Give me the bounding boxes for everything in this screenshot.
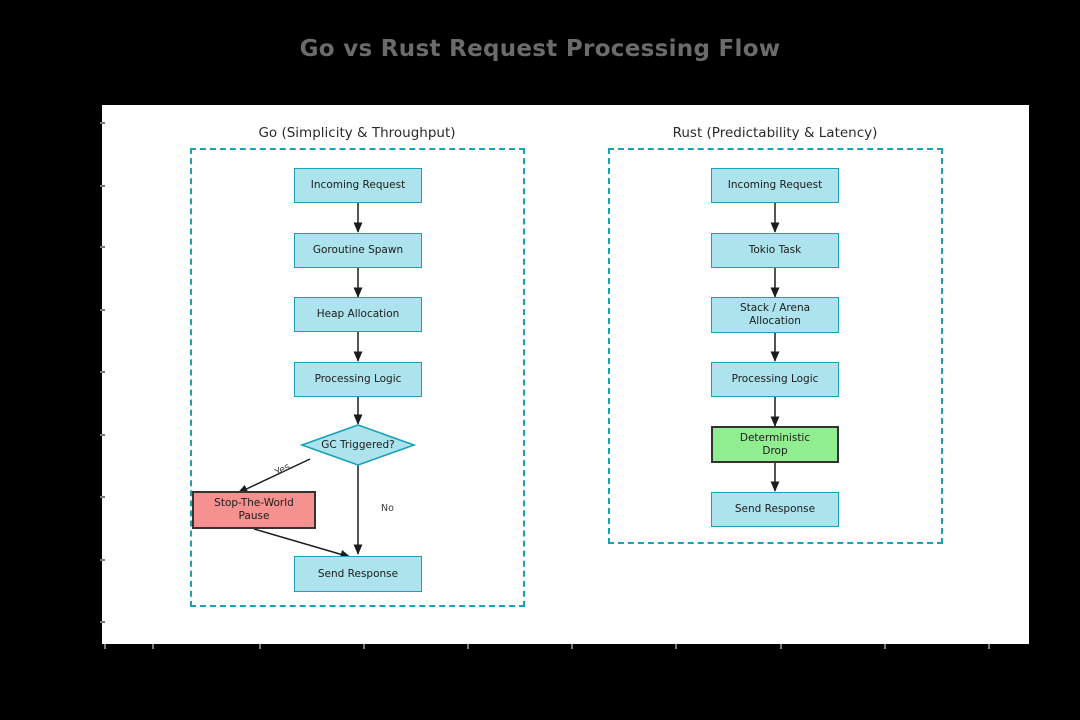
y-axis-tick (100, 122, 105, 124)
x-axis-tick (152, 644, 154, 649)
y-axis-tick (100, 371, 105, 373)
node-rust-tokio-task[interactable]: Tokio Task (711, 233, 839, 268)
node-go-heap-allocation[interactable]: Heap Allocation (294, 297, 422, 332)
y-axis-tick (100, 621, 105, 623)
figure-title: Go vs Rust Request Processing Flow (299, 36, 781, 62)
node-go-processing-logic[interactable]: Processing Logic (294, 362, 422, 397)
x-axis-tick (259, 644, 261, 649)
group-container-rust (608, 148, 943, 544)
node-go-send-response[interactable]: Send Response (294, 556, 422, 592)
x-axis-tick (467, 644, 469, 649)
node-rust-stack-arena-allocation[interactable]: Stack / Arena Allocation (711, 297, 839, 333)
node-rust-processing-logic[interactable]: Processing Logic (711, 362, 839, 397)
y-axis-tick (100, 309, 105, 311)
x-axis-tick (988, 644, 990, 649)
x-axis-tick (571, 644, 573, 649)
y-axis-tick (100, 434, 105, 436)
x-axis-tick (675, 644, 677, 649)
node-go-incoming-request[interactable]: Incoming Request (294, 168, 422, 203)
y-axis-tick (100, 246, 105, 248)
node-rust-send-response[interactable]: Send Response (711, 492, 839, 527)
y-axis-tick (100, 185, 105, 187)
node-go-stop-the-world-pause[interactable]: Stop-The-World Pause (192, 491, 316, 529)
node-go-gc-triggered-decision[interactable]: GC Triggered? (299, 424, 417, 466)
axes-spine-right (1027, 105, 1029, 644)
axes-spine-left (102, 105, 104, 644)
node-rust-deterministic-drop[interactable]: Deterministic Drop (711, 426, 839, 463)
edge-label-no: No (381, 503, 394, 514)
node-rust-incoming-request[interactable]: Incoming Request (711, 168, 839, 203)
column-heading-go: Go (Simplicity & Throughput) (258, 125, 456, 141)
column-heading-rust: Rust (Predictability & Latency) (672, 125, 878, 141)
y-axis-tick (100, 559, 105, 561)
group-container-go (190, 148, 525, 607)
diamond-shape (299, 424, 417, 466)
x-axis-tick (363, 644, 365, 649)
x-axis-tick (104, 644, 106, 649)
y-axis-tick (100, 496, 105, 498)
x-axis-tick (780, 644, 782, 649)
x-axis-tick (884, 644, 886, 649)
node-go-goroutine-spawn[interactable]: Goroutine Spawn (294, 233, 422, 268)
